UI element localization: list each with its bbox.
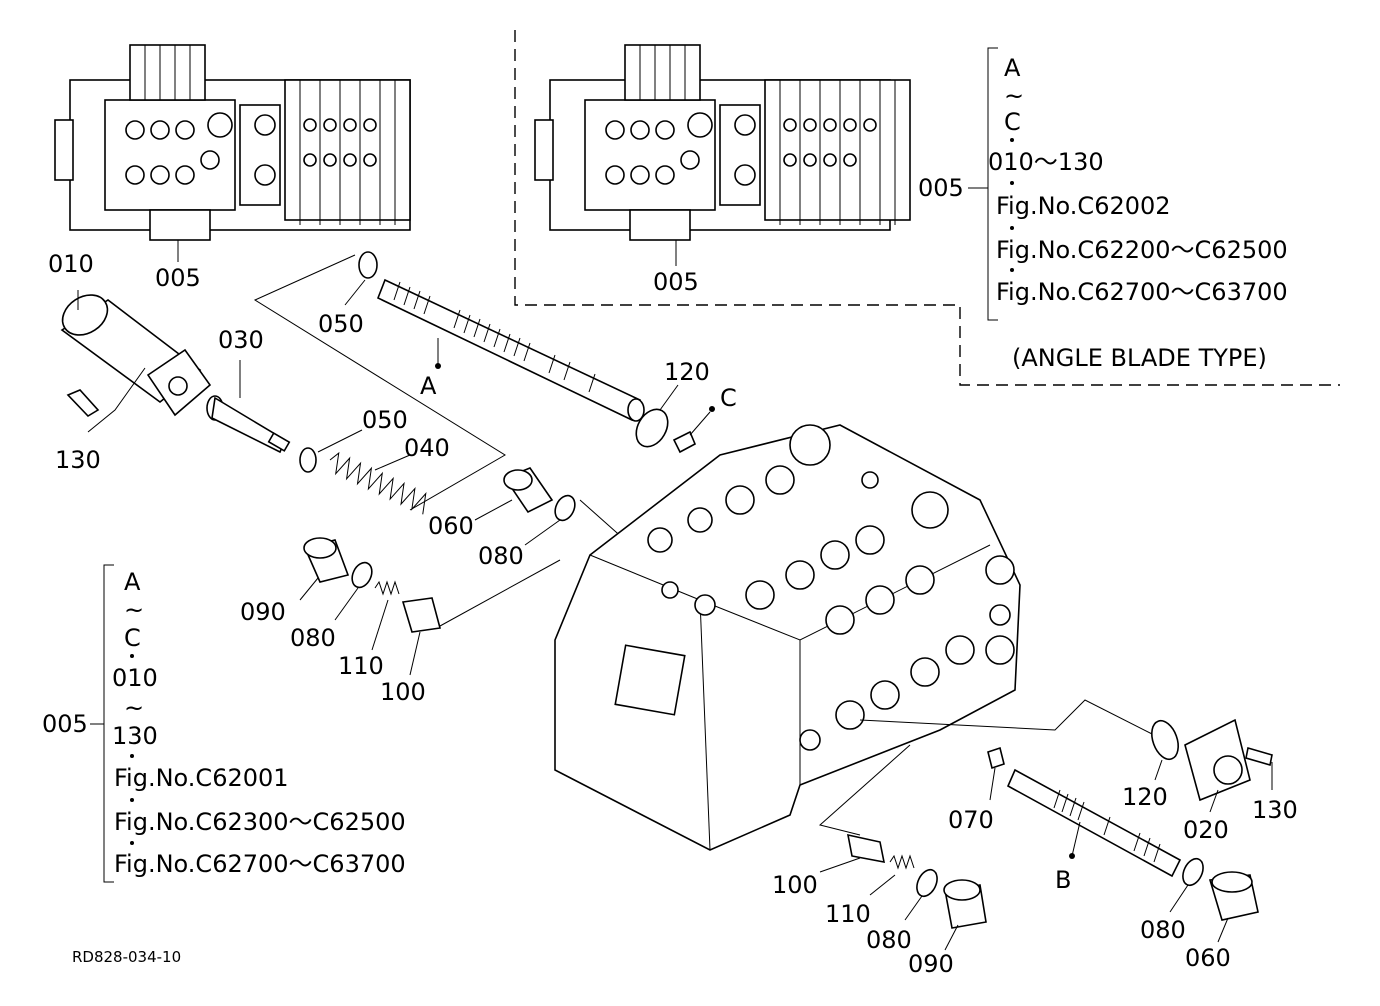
- label-070: 070: [948, 806, 994, 834]
- part-110-bottom: [889, 854, 915, 870]
- part-120-right: [1151, 719, 1179, 761]
- note-standard: 005 A ~ C 010 ~ 130 Fig.No.C62001 Fig.No…: [42, 564, 406, 883]
- part-070: [987, 746, 1005, 770]
- valve-assembly-thumbnail-left: [54, 44, 411, 241]
- label-120-right: 120: [1122, 783, 1168, 811]
- note-right-fig1: Fig.No.C62002: [996, 192, 1171, 220]
- part-110-left: [374, 580, 400, 596]
- note-left-range-end: C: [124, 624, 141, 652]
- note-left-tilde2: ~: [124, 694, 144, 722]
- label-120-top: 120: [664, 358, 710, 386]
- part-spool-a: [376, 278, 645, 422]
- label-040: 040: [404, 434, 450, 462]
- part-120-top: [635, 408, 669, 448]
- label-050-top: 050: [318, 310, 364, 338]
- part-100-bottom: [846, 833, 886, 864]
- part-020-cover: [1184, 718, 1251, 802]
- note-right-range-start: A: [1004, 54, 1021, 82]
- label-010: 010: [48, 250, 94, 278]
- note-left-tilde1: ~: [124, 596, 144, 624]
- label-130-left: 130: [55, 446, 101, 474]
- part-080-right: [1182, 857, 1204, 887]
- note-left-fig2: Fig.No.C62300～C62500: [114, 808, 406, 836]
- note-left-assembly: 005: [42, 710, 88, 738]
- part-090-left: [303, 537, 350, 583]
- label-090-bottom: 090: [908, 950, 954, 978]
- note-left-parts-end: 130: [112, 722, 158, 750]
- label-110-left: 110: [338, 652, 384, 680]
- marker-c: C: [720, 384, 737, 412]
- note-left-range-start: A: [124, 568, 141, 596]
- note-right-fig2: Fig.No.C62200～C62500: [996, 236, 1288, 264]
- marker-a: A: [420, 372, 437, 400]
- part-spool-b: [1006, 768, 1182, 878]
- part-050-mid: [299, 447, 317, 473]
- label-005-right-thumb: 005: [653, 268, 699, 296]
- part-030: [206, 395, 291, 454]
- label-080-top: 080: [478, 542, 524, 570]
- note-left-parts-start: 010: [112, 664, 158, 692]
- part-060-top: [503, 467, 554, 514]
- label-020: 020: [1183, 816, 1229, 844]
- label-060-right: 060: [1185, 944, 1231, 972]
- part-080-bottom: [916, 868, 938, 898]
- label-110-bottom: 110: [825, 900, 871, 928]
- label-100-left: 100: [380, 678, 426, 706]
- valve-body: [554, 424, 1021, 851]
- marker-b: B: [1055, 866, 1071, 894]
- label-080-bottom: 080: [866, 926, 912, 954]
- part-plug-c: [672, 430, 697, 454]
- valve-assembly-thumbnail-right: [534, 44, 911, 241]
- part-050-top: [358, 251, 378, 279]
- label-030: 030: [218, 326, 264, 354]
- part-060-right: [1208, 871, 1259, 921]
- part-040-spring: [329, 451, 427, 515]
- note-right-assembly: 005: [918, 174, 964, 202]
- note-right-fig3: Fig.No.C62700～C63700: [996, 278, 1288, 306]
- label-130-right: 130: [1252, 796, 1298, 824]
- label-080-right: 080: [1140, 916, 1186, 944]
- part-010-cap: [60, 294, 212, 417]
- label-090-left: 090: [240, 598, 286, 626]
- note-right-range-end: C: [1004, 108, 1021, 136]
- note-left-fig3: Fig.No.C62700～C63700: [114, 850, 406, 878]
- drawing-code: RD828-034-10: [72, 948, 181, 966]
- note-angle-blade: 005 A ~ C 010～130 Fig.No.C62002 Fig.No.C…: [918, 47, 1288, 372]
- note-right-tilde: ~: [1004, 82, 1024, 110]
- part-100-left: [401, 597, 442, 633]
- label-050-mid: 050: [362, 406, 408, 434]
- label-080-left: 080: [290, 624, 336, 652]
- part-080-left: [351, 561, 373, 589]
- part-090-bottom: [943, 879, 987, 929]
- note-right-parts-range: 010～130: [988, 148, 1104, 176]
- part-080-top: [554, 494, 576, 522]
- label-060-top: 060: [428, 512, 474, 540]
- note-left-fig1: Fig.No.C62001: [114, 764, 289, 792]
- label-005-left-thumb: 005: [155, 264, 201, 292]
- label-100-bottom: 100: [772, 871, 818, 899]
- part-130-right: [1245, 746, 1273, 767]
- note-right-type: (ANGLE BLADE TYPE): [1012, 344, 1267, 372]
